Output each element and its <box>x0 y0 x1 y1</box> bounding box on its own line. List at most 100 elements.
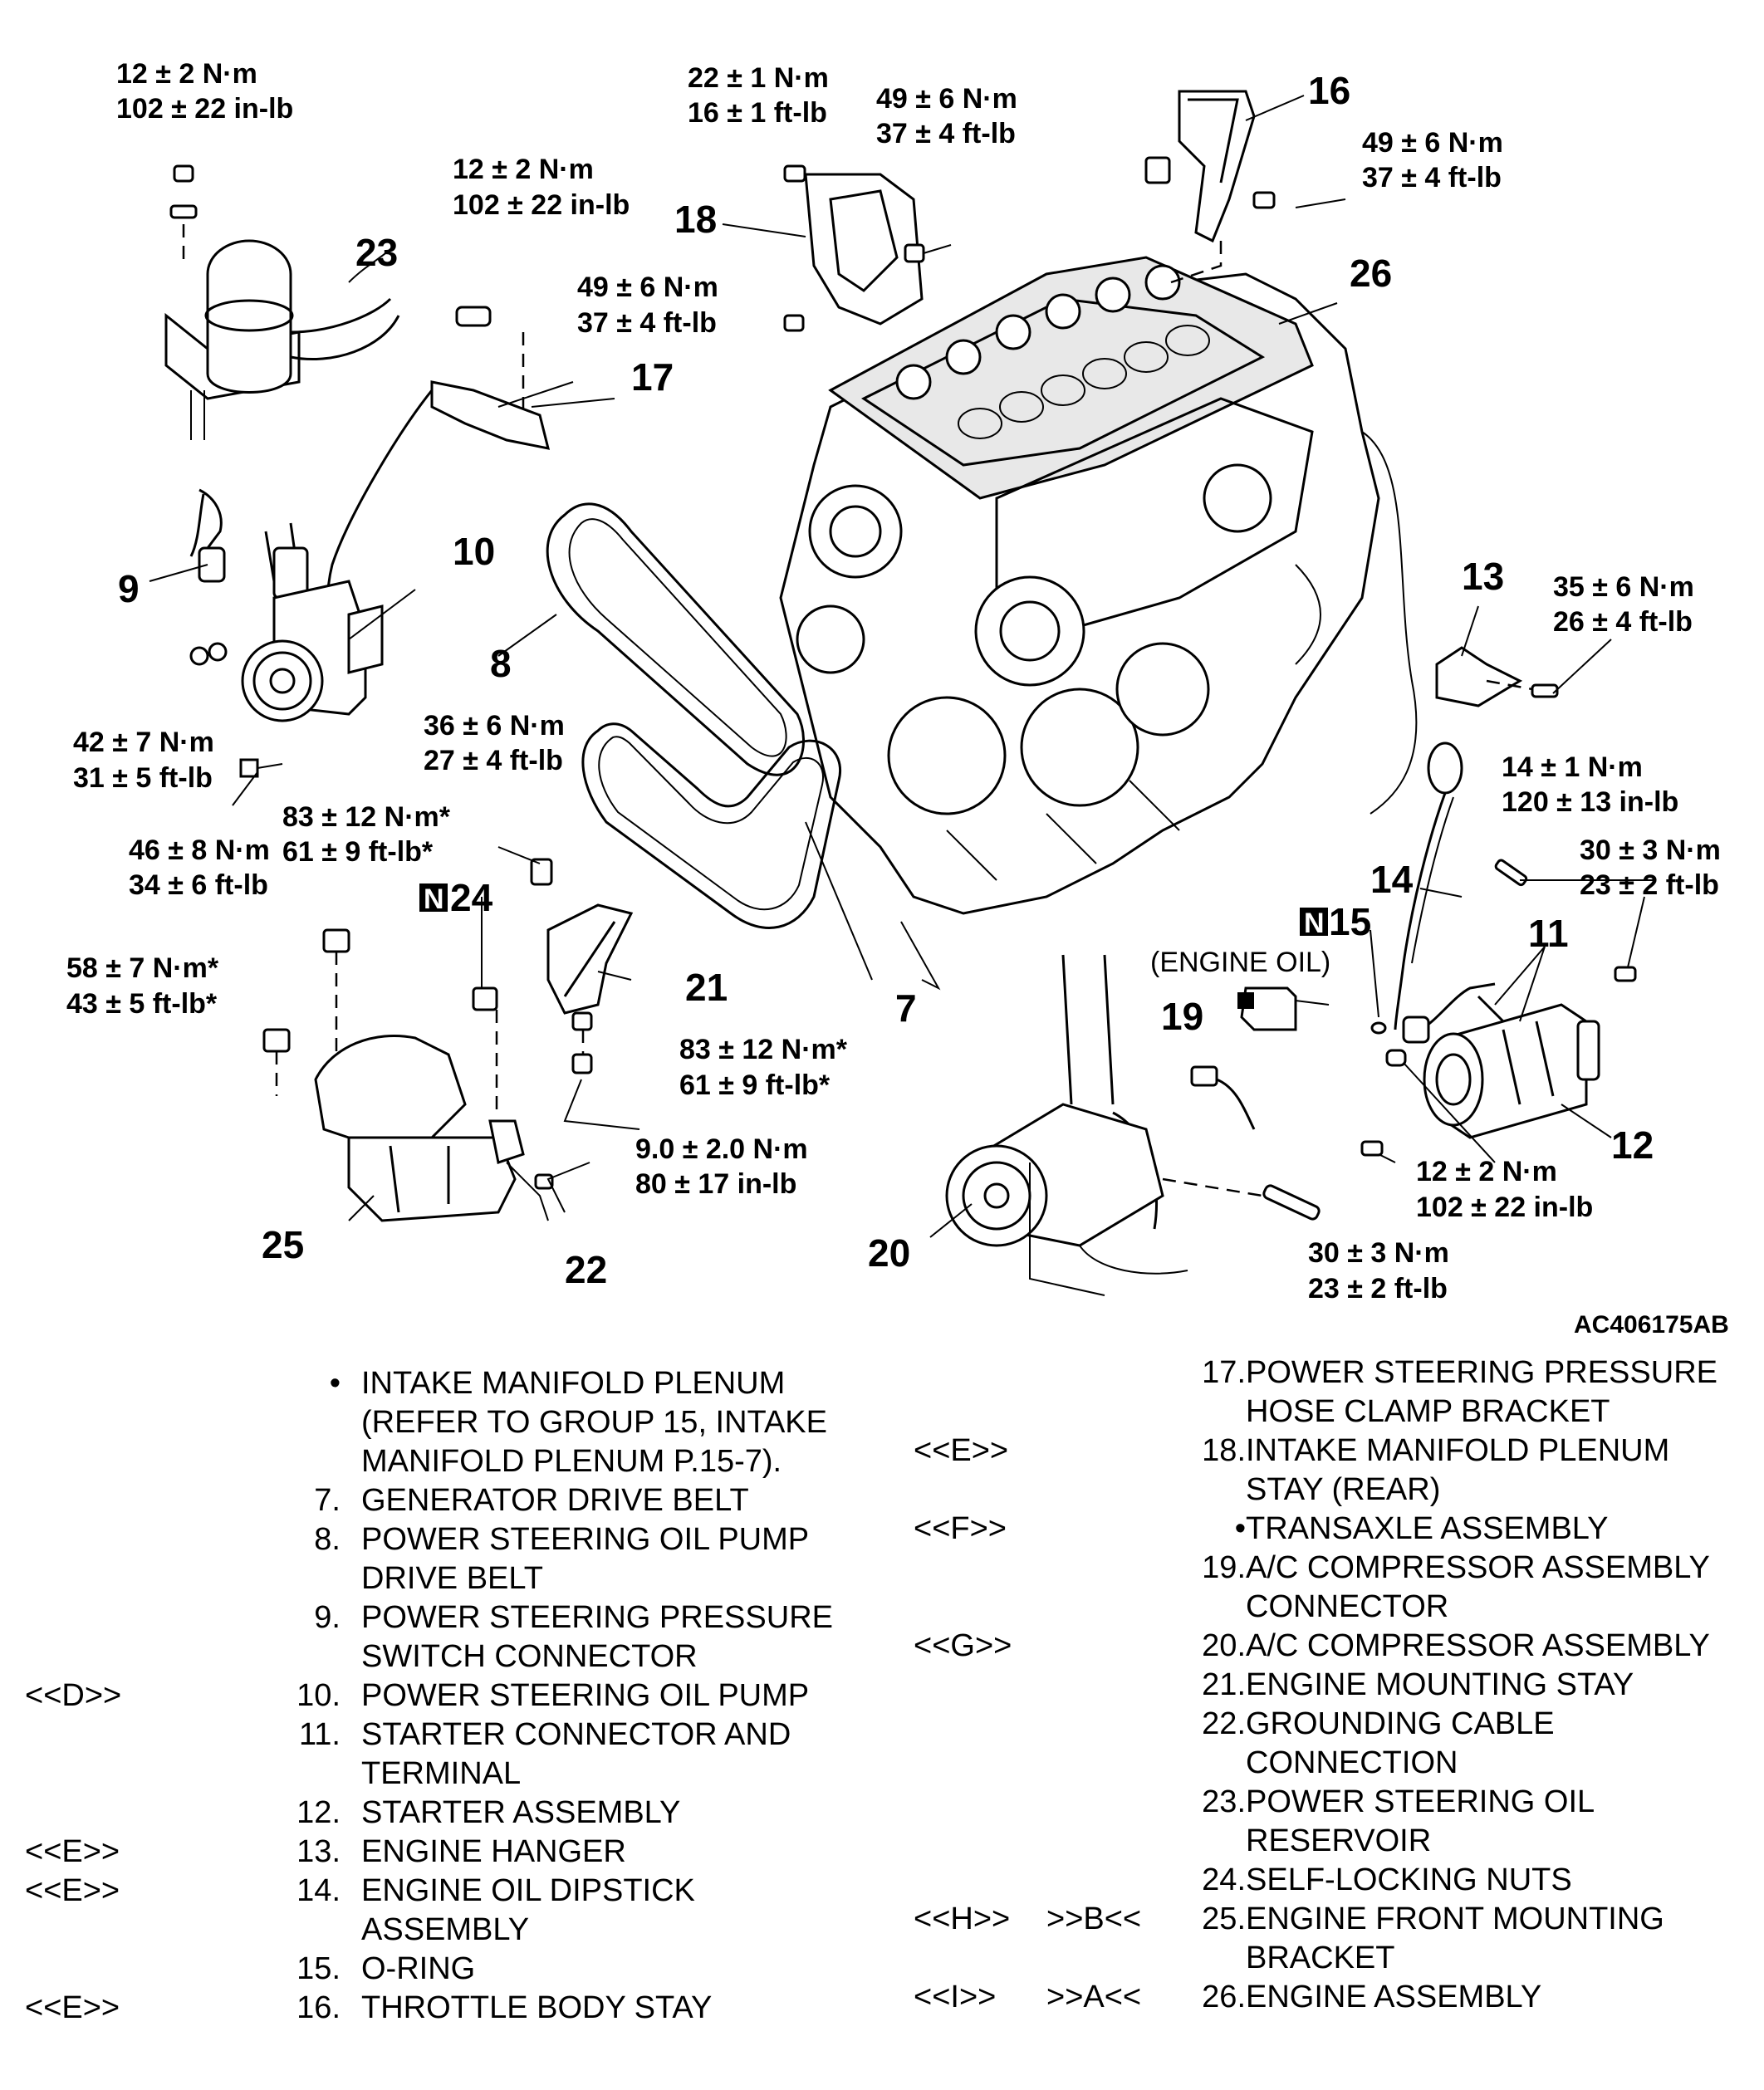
callout-22: 22 <box>565 1248 607 1291</box>
legend-item-text: GENERATOR DRIVE BELT <box>361 1483 749 1518</box>
legend-row: <<H>>>>B<<25.ENGINE FRONT MOUNTING <box>914 1900 1744 1939</box>
legend-item-text: POWER STEERING OIL PUMP <box>361 1522 810 1557</box>
torque-stay-18-right: 49 ± 6 N·m 37 ± 4 ft-lb <box>876 83 1017 149</box>
legend-item-text: POWER STEERING OIL PUMP <box>361 1678 810 1713</box>
torque-stay-18-bottom: 49 ± 6 N·m 37 ± 4 ft-lb <box>577 272 718 339</box>
legend-item-text: SELF-LOCKING NUTS <box>1246 1862 1572 1897</box>
svg-text:37 ± 4 ft-lb: 37 ± 4 ft-lb <box>1362 162 1502 193</box>
legend-row: 11.STARTER CONNECTOR AND <box>25 1716 872 1755</box>
legend-item-text: (REFER TO GROUP 15, INTAKE <box>361 1405 827 1440</box>
legend-item-number: 7. <box>314 1483 341 1518</box>
callout-19: 19 <box>1161 995 1203 1038</box>
intake-ports <box>958 325 1210 439</box>
torque-starter-nut: 12 ± 2 N·m 102 ± 22 in-lb <box>1416 1156 1593 1223</box>
legend-item-number: 22. <box>1202 1706 1246 1741</box>
legend-procedure-code: <<E>> <box>25 1990 120 2025</box>
torque-specs: 12 ± 2 N·m 102 ± 22 in-lb 12 ± 2 N·m 102… <box>66 58 1721 1304</box>
legend-item-text: HOSE CLAMP BRACKET <box>1246 1394 1610 1429</box>
legend-item-number: 21. <box>1202 1667 1246 1702</box>
callout-11: 11 <box>1528 912 1569 955</box>
legend-item-text: TERMINAL <box>361 1756 522 1791</box>
svg-text:83 ± 12 N·m*: 83 ± 12 N·m* <box>679 1034 848 1065</box>
callout-14: 14 <box>1370 858 1414 901</box>
legend-procedure-code: <<E>> <box>914 1433 1009 1468</box>
svg-text:12 ± 2 N·m: 12 ± 2 N·m <box>116 58 257 90</box>
legend-install-code: >>B<< <box>1046 1902 1142 1936</box>
legend-procedure-code: <<E>> <box>25 1873 120 1908</box>
svg-text:12 ± 2 N·m: 12 ± 2 N·m <box>1416 1156 1557 1187</box>
legend-item-text: STARTER CONNECTOR AND <box>361 1717 791 1752</box>
legend-item-text: A/C COMPRESSOR ASSEMBLY <box>1246 1550 1710 1585</box>
svg-text:120 ± 13 in-lb: 120 ± 13 in-lb <box>1502 786 1678 818</box>
ps-hose-clamp-bracket <box>326 306 551 649</box>
legend-item-text: MANIFOLD PLENUM P.15-7). <box>361 1444 782 1479</box>
legend-item-text: INTAKE MANIFOLD PLENUM <box>1246 1433 1670 1468</box>
svg-text:37 ± 4 ft-lb: 37 ± 4 ft-lb <box>577 307 717 339</box>
legend-item-number: • <box>329 1366 341 1401</box>
svg-text:12 ± 2 N·m: 12 ± 2 N·m <box>453 154 594 185</box>
drive-belt-8 <box>546 502 805 776</box>
legend-row: 15.O-RING <box>25 1950 872 1989</box>
legend-row: 17.POWER STEERING PRESSURE <box>914 1353 1744 1393</box>
legend-item-text: TRANSAXLE ASSEMBLY <box>1246 1511 1609 1546</box>
legend-row: MANIFOLD PLENUM P.15-7). <box>25 1442 872 1481</box>
engine-oil-dipstick-assembly <box>1394 742 1528 1030</box>
torque-mount-stay-bolt: 83 ± 12 N·m* 61 ± 9 ft-lb* <box>679 1034 848 1101</box>
legend-row: <<D>>10.POWER STEERING OIL PUMP <box>25 1676 872 1716</box>
svg-text:24: 24 <box>450 876 493 919</box>
svg-text:22 ± 1 N·m: 22 ± 1 N·m <box>688 62 829 94</box>
svg-text:30 ± 3 N·m: 30 ± 3 N·m <box>1308 1237 1449 1269</box>
torque-stay-18-top: 22 ± 1 N·m 16 ± 1 ft-lb <box>688 62 829 129</box>
svg-text:16 ± 1 ft-lb: 16 ± 1 ft-lb <box>688 97 827 129</box>
legend-row: <<I>>>>A<<26.ENGINE ASSEMBLY <box>914 1978 1744 2017</box>
svg-text:9.0 ± 2.0 N·m: 9.0 ± 2.0 N·m <box>635 1133 808 1165</box>
legend-item-text: STAY (REAR) <box>1246 1472 1441 1507</box>
legend-item-number: 12. <box>296 1795 341 1830</box>
callout-23: 23 <box>355 231 398 274</box>
legend-item-text: ASSEMBLY <box>361 1912 530 1947</box>
legend-item-number: 13. <box>296 1834 341 1869</box>
legend-row: 24.SELF-LOCKING NUTS <box>914 1861 1744 1900</box>
legend-row: DRIVE BELT <box>25 1559 872 1598</box>
legend-row: ASSEMBLY <box>25 1911 872 1950</box>
svg-text:34 ± 6 ft-lb: 34 ± 6 ft-lb <box>129 869 268 901</box>
legend-row: BRACKET <box>914 1939 1744 1978</box>
torque-reservoir-nut: 12 ± 2 N·m 102 ± 22 in-lb <box>116 58 293 125</box>
legend-row: SWITCH CONNECTOR <box>25 1637 872 1676</box>
legend-install-code: >>A<< <box>1046 1980 1142 2014</box>
svg-text:49 ± 6 N·m: 49 ± 6 N·m <box>577 272 718 303</box>
legend-item-number: 25. <box>1202 1902 1246 1936</box>
legend-row: 23.POWER STEERING OIL <box>914 1783 1744 1822</box>
svg-text:83 ± 12 N·m*: 83 ± 12 N·m* <box>282 801 451 833</box>
throttle-body-stay <box>1144 90 1276 284</box>
legend-procedure-code: <<D>> <box>25 1678 122 1713</box>
callout-8: 8 <box>490 642 512 685</box>
callout-21: 21 <box>685 966 728 1009</box>
callout-10: 10 <box>453 530 495 573</box>
ps-oil-reservoir <box>164 164 400 440</box>
legend-row: TERMINAL <box>25 1755 872 1794</box>
spark-plug-bosses <box>895 264 1181 400</box>
svg-text:80 ± 17 in-lb: 80 ± 17 in-lb <box>635 1168 796 1200</box>
self-locking-nut <box>472 986 498 1011</box>
legend-row: CONNECTION <box>914 1744 1744 1783</box>
legend-item-number: 17. <box>1202 1355 1246 1390</box>
torque-dipstick-14: 14 ± 1 N·m 120 ± 13 in-lb <box>1502 751 1678 818</box>
legend-row: RESERVOIR <box>914 1822 1744 1861</box>
legend-item-number: 24. <box>1202 1862 1246 1897</box>
torque-hanger-13: 35 ± 6 N·m 26 ± 4 ft-lb <box>1553 571 1694 638</box>
parts-legend-left: •INTAKE MANIFOLD PLENUM(REFER TO GROUP 1… <box>25 1364 872 2028</box>
svg-text:102 ± 22 in-lb: 102 ± 22 in-lb <box>116 93 293 125</box>
callout-18: 18 <box>674 198 717 241</box>
svg-text:15: 15 <box>1329 900 1371 943</box>
diagram-id: AC406175AB <box>1574 1311 1729 1339</box>
drive-belt-7 <box>581 722 841 929</box>
legend-item-number: 14. <box>296 1873 341 1908</box>
torque-starter-top: 30 ± 3 N·m 23 ± 2 ft-lb <box>1580 835 1721 901</box>
legend-row: CONNECTOR <box>914 1588 1744 1627</box>
engine-oil-can-symbol <box>1237 986 1297 1031</box>
svg-text:102 ± 22 in-lb: 102 ± 22 in-lb <box>1416 1192 1593 1223</box>
leader-lines <box>149 95 1653 1296</box>
legend-row: <<E>>14.ENGINE OIL DIPSTICK <box>25 1872 872 1911</box>
